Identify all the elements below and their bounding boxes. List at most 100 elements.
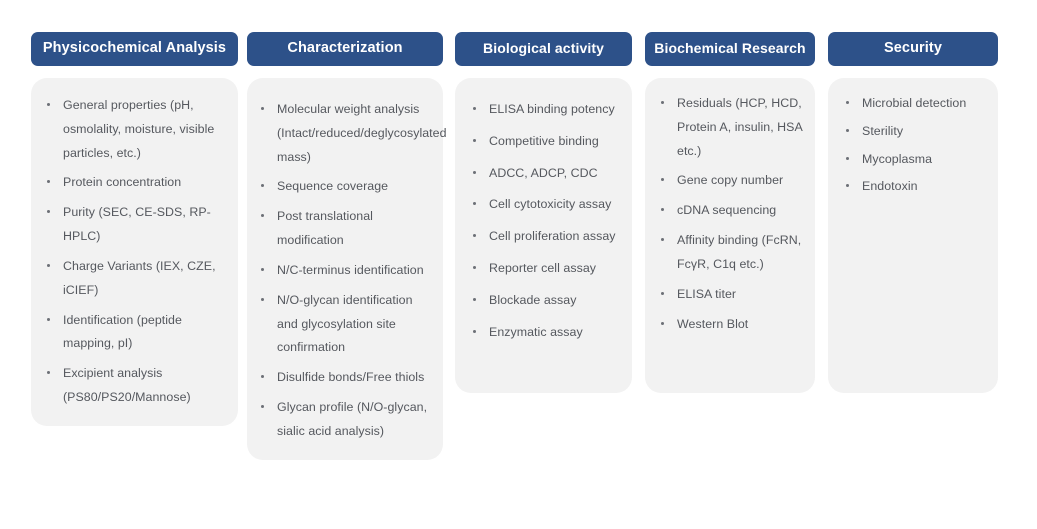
list-item-label: Cell proliferation assay xyxy=(489,229,616,244)
category-column-physicochemical-analysis: Physicochemical Analysis General propert… xyxy=(31,32,238,426)
bullet-icon xyxy=(47,371,50,375)
bullet-icon xyxy=(261,267,264,271)
list-item: Identification (peptide mapping, pI) xyxy=(43,309,226,357)
list-item: Cell proliferation assay xyxy=(469,225,624,249)
list-item-label: Cell cytotoxicity assay xyxy=(489,197,612,212)
list-item: Endotoxin xyxy=(842,175,990,199)
bullet-icon xyxy=(473,297,476,301)
column-card-biological-activity: ELISA binding potency Competitive bindin… xyxy=(455,78,632,393)
list-item-label: Blockade assay xyxy=(489,292,577,307)
list-item: ADCC, ADCP, CDC xyxy=(469,162,624,186)
list-item-label: Mycoplasma xyxy=(862,151,933,166)
list-item: Residuals (HCP, HCD, Protein A, insulin,… xyxy=(657,92,807,163)
list-item-label: Competitive binding xyxy=(489,133,599,148)
bullet-icon xyxy=(473,107,476,110)
list-item: Molecular weight analysis (Intact/reduce… xyxy=(257,98,447,169)
bullet-icon xyxy=(473,202,476,206)
column-card-biochemical-research: Residuals (HCP, HCD, Protein A, insulin,… xyxy=(645,78,815,393)
list-item-label: Affinity binding (FcRN, FcγR, C1q etc.) xyxy=(677,233,802,271)
bullet-icon xyxy=(661,321,664,325)
bullet-icon xyxy=(661,101,664,104)
list-item: ELISA binding potency xyxy=(469,98,624,122)
list-item: Affinity binding (FcRN, FcγR, C1q etc.) xyxy=(657,229,807,277)
bullet-icon xyxy=(47,210,50,214)
column-header-security: Security xyxy=(828,32,998,66)
bullet-icon xyxy=(47,263,50,267)
bullet-icon xyxy=(261,375,264,379)
list-item-label: Charge Variants (IEX, CZE, iCIEF) xyxy=(63,258,216,297)
category-column-biological-activity: Biological activity ELISA binding potenc… xyxy=(455,32,632,393)
list-item: Mycoplasma xyxy=(842,148,990,172)
list-item: Disulfide bonds/Free thiols xyxy=(257,366,435,390)
list-item: cDNA sequencing xyxy=(657,199,807,223)
list-item: Purity (SEC, CE-SDS, RP-HPLC) xyxy=(43,201,226,249)
item-list-security: Microbial detection Sterility Mycoplasma… xyxy=(842,92,990,199)
list-item: Competitive binding xyxy=(469,130,624,154)
item-list-physicochemical-analysis: General properties (pH, osmolality, mois… xyxy=(43,94,226,410)
list-item: Post translational modification xyxy=(257,205,435,253)
bullet-icon xyxy=(473,266,476,270)
list-item-label: ELISA titer xyxy=(677,286,737,301)
bullet-icon xyxy=(846,184,849,188)
list-item: Sterility xyxy=(842,120,990,144)
category-column-biochemical-research: Biochemical Research Residuals (HCP, HCD… xyxy=(645,32,815,393)
item-list-biochemical-research: Residuals (HCP, HCD, Protein A, insulin,… xyxy=(657,92,807,336)
bullet-icon xyxy=(661,178,664,182)
column-header-biochemical-research: Biochemical Research xyxy=(645,32,815,66)
list-item-label: Residuals (HCP, HCD, Protein A, insulin,… xyxy=(677,96,803,158)
column-card-physicochemical-analysis: General properties (pH, osmolality, mois… xyxy=(31,78,238,426)
list-item-label: Molecular weight analysis (Intact/reduce… xyxy=(277,102,447,164)
list-item: Blockade assay xyxy=(469,289,624,313)
list-item: Microbial detection xyxy=(842,92,990,116)
list-item: General properties (pH, osmolality, mois… xyxy=(43,94,226,165)
bullet-icon xyxy=(47,103,50,106)
list-item: Excipient analysis (PS80/PS20/Mannose) xyxy=(43,362,226,410)
bullet-icon xyxy=(261,107,264,110)
list-item: Reporter cell assay xyxy=(469,257,624,281)
item-list-characterization: Molecular weight analysis (Intact/reduce… xyxy=(257,98,447,444)
column-card-characterization: Molecular weight analysis (Intact/reduce… xyxy=(247,78,447,460)
list-item: Western Blot xyxy=(657,313,807,337)
list-item-label: Protein concentration xyxy=(63,175,182,190)
list-item: Sequence coverage xyxy=(257,175,435,199)
list-item-label: Enzymatic assay xyxy=(489,324,583,339)
list-item-label: Purity (SEC, CE-SDS, RP-HPLC) xyxy=(63,205,211,244)
list-item-label: Sterility xyxy=(862,123,904,138)
bullet-icon xyxy=(261,297,264,301)
bullet-icon xyxy=(261,184,264,188)
list-item: Protein concentration xyxy=(43,171,226,195)
column-header-biological-activity: Biological activity xyxy=(455,32,632,66)
list-item-label: Western Blot xyxy=(677,316,749,331)
list-item-label: Disulfide bonds/Free thiols xyxy=(277,370,425,385)
bullet-icon xyxy=(846,128,849,132)
list-item: Gene copy number xyxy=(657,169,807,193)
list-item-label: Sequence coverage xyxy=(277,179,389,194)
list-item-label: Microbial detection xyxy=(862,96,967,110)
list-item-label: ADCC, ADCP, CDC xyxy=(489,165,598,180)
list-item: Glycan profile (N/O-glycan, sialic acid … xyxy=(257,396,435,444)
bullet-icon xyxy=(661,238,664,242)
bullet-icon xyxy=(473,138,476,142)
bullet-icon xyxy=(473,234,476,238)
bullet-icon xyxy=(846,101,849,104)
category-columns: Physicochemical Analysis General propert… xyxy=(31,32,998,460)
list-item-label: ELISA binding potency xyxy=(489,102,615,116)
list-item: N/O-glycan identification and glycosylat… xyxy=(257,289,435,360)
list-item-label: Identification (peptide mapping, pI) xyxy=(63,312,182,351)
list-item-label: Reporter cell assay xyxy=(489,261,597,276)
list-item-label: N/C-terminus identification xyxy=(277,262,424,277)
column-header-characterization: Characterization xyxy=(247,32,443,66)
bullet-icon xyxy=(473,329,476,333)
category-column-characterization: Characterization Molecular weight analys… xyxy=(247,32,447,460)
bullet-icon xyxy=(261,404,264,408)
column-header-physicochemical-analysis: Physicochemical Analysis xyxy=(31,32,238,66)
category-column-security: Security Microbial detection Sterility M… xyxy=(828,32,998,393)
bullet-icon xyxy=(47,317,50,321)
list-item: Cell cytotoxicity assay xyxy=(469,193,624,217)
bullet-icon xyxy=(473,170,476,174)
bullet-icon xyxy=(261,214,264,218)
list-item-label: N/O-glycan identification and glycosylat… xyxy=(277,292,413,355)
list-item-label: General properties (pH, osmolality, mois… xyxy=(63,98,215,160)
list-item-label: Excipient analysis (PS80/PS20/Mannose) xyxy=(63,366,191,404)
